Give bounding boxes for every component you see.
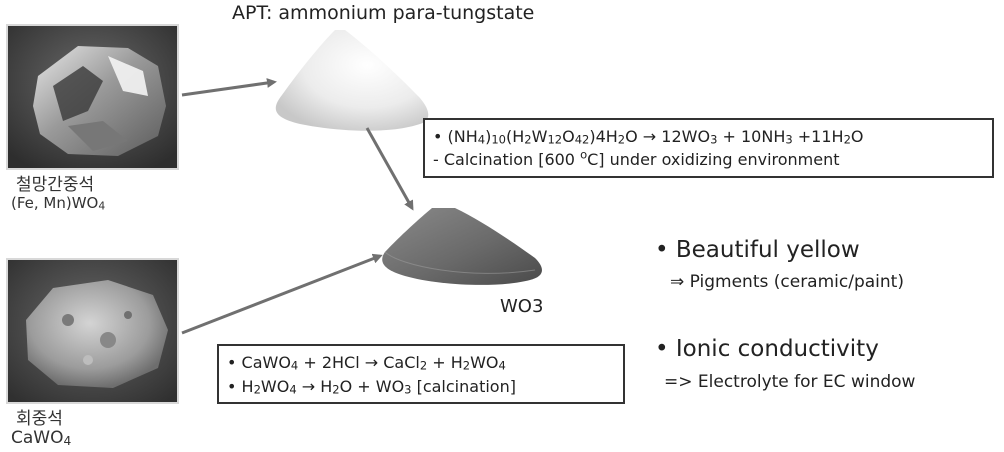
apt-calcination-note: - Calcination [600 oC] under oxidizing e… (433, 148, 992, 171)
scheelite-reaction-equation-1: • CaWO4 + 2HCl → CaCl2 + H2WO4 (227, 351, 623, 375)
arrow-apt-to-wo3 (367, 128, 412, 208)
property-ionic-conductivity: • Ionic conductivity (655, 336, 879, 362)
arrow-scheelite-to-wo3 (182, 256, 380, 333)
arrow-wolframite-to-apt (182, 82, 274, 95)
scheelite-reaction-equation-2: • H2WO4 → H2O + WO3 [calcination] (227, 375, 623, 399)
apt-reaction-equation: • (NH4)10(H2W12O42)4H2O → 12WO3 + 10NH3 … (433, 125, 992, 148)
property-beautiful-yellow: • Beautiful yellow (655, 237, 860, 263)
property-pigments-application: ⇒ Pigments (ceramic/paint) (670, 272, 904, 292)
wo3-label: WO3 (500, 296, 543, 317)
property-electrolyte-application: => Electrolyte for EC window (664, 372, 915, 392)
wo3-powder-pile (382, 208, 542, 285)
scheelite-reaction-box: • CaWO4 + 2HCl → CaCl2 + H2WO4 • H2WO4 →… (217, 344, 625, 404)
apt-reaction-box: • (NH4)10(H2W12O42)4H2O → 12WO3 + 10NH3 … (423, 118, 994, 178)
apt-powder-pile (276, 30, 428, 131)
